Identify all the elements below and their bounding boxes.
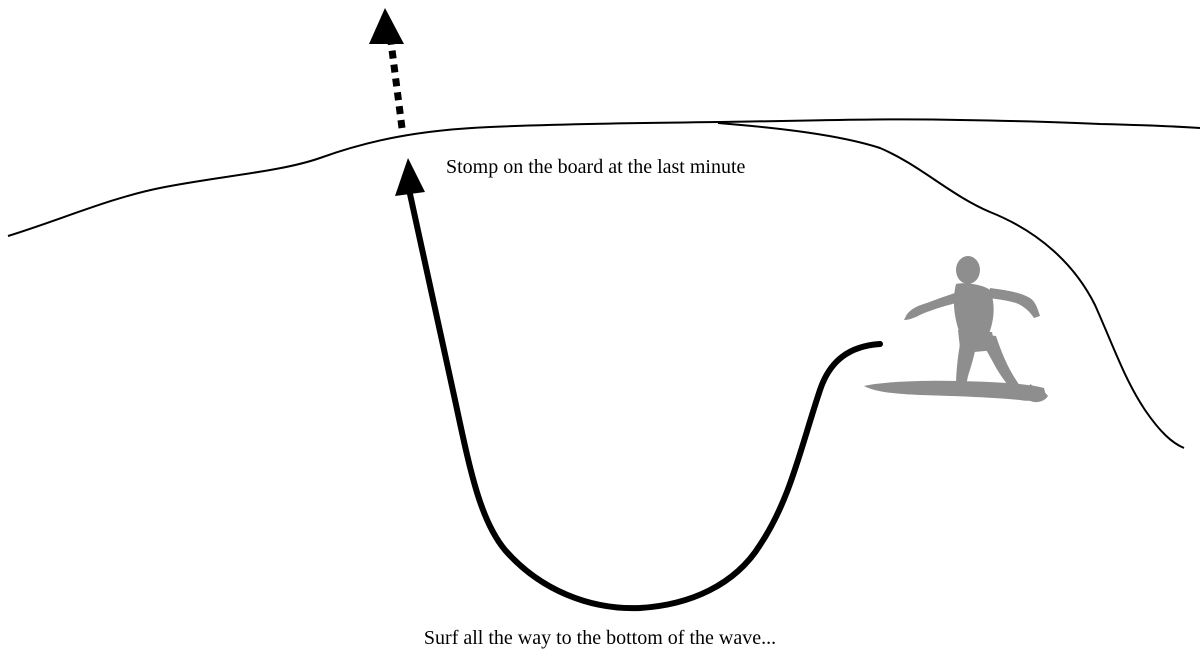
surfer-silhouette-icon bbox=[864, 256, 1048, 402]
bottom-caption: Surf all the way to the bottom of the wa… bbox=[424, 628, 776, 648]
wave-face-line bbox=[718, 123, 1184, 448]
dotted-arrow-shaft bbox=[391, 42, 402, 128]
solid-arrow-head bbox=[395, 158, 425, 196]
dotted-arrow-head bbox=[369, 8, 404, 44]
stomp-caption: Stomp on the board at the last minute bbox=[446, 157, 745, 177]
surf-path-arc bbox=[410, 194, 880, 608]
